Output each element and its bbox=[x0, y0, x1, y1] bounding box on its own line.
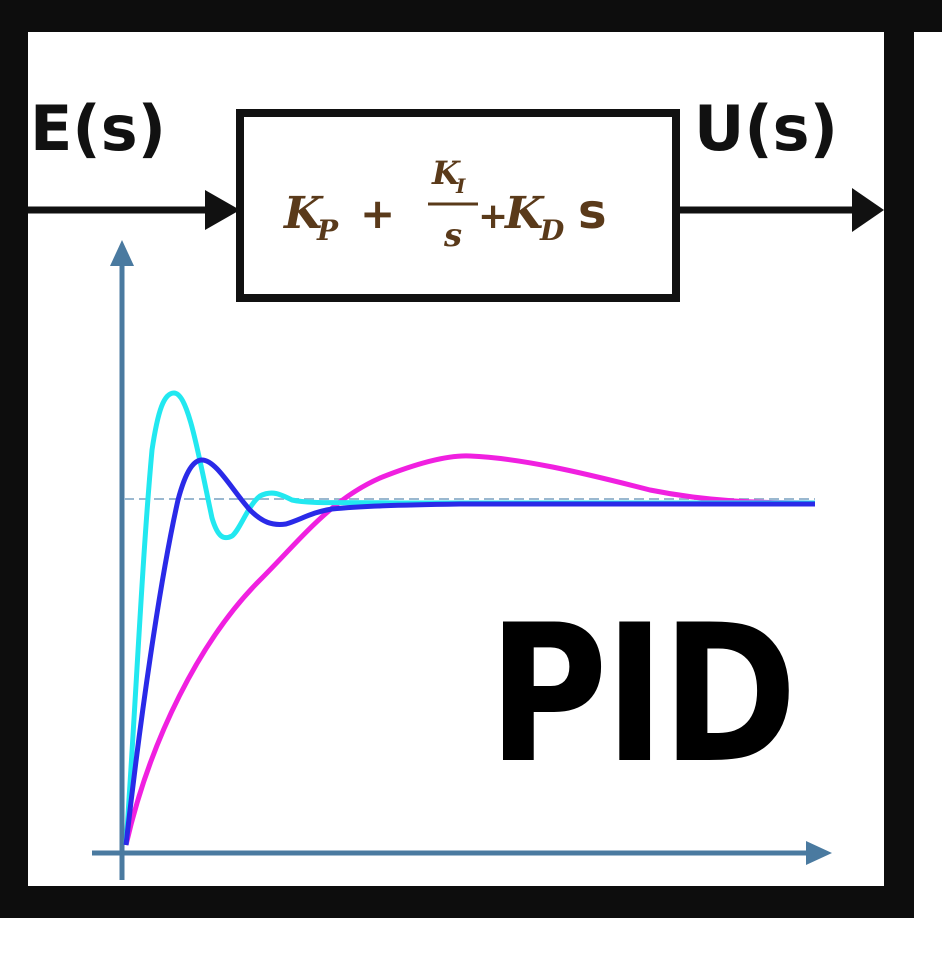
output-arrow-head bbox=[852, 188, 884, 232]
input-arrow-head bbox=[205, 190, 240, 230]
y-axis-arrow-head bbox=[110, 240, 134, 266]
input-signal-label: E(s) bbox=[30, 92, 166, 165]
frame-left bbox=[0, 0, 28, 918]
frame-top bbox=[0, 0, 942, 32]
kp-symbol: K bbox=[282, 188, 324, 239]
pid-title: PID bbox=[488, 584, 797, 805]
output-signal-label: U(s) bbox=[694, 92, 838, 165]
plus-sign-1: + bbox=[360, 189, 395, 238]
kd-symbol: K bbox=[503, 188, 545, 239]
x-axis-arrow-head bbox=[806, 841, 832, 865]
frame-right bbox=[884, 0, 914, 918]
ki-subscript: I bbox=[455, 174, 466, 198]
kp-subscript: P bbox=[316, 214, 339, 247]
kd-laplace-s: s bbox=[578, 184, 607, 240]
frame-bottom bbox=[0, 886, 914, 918]
plus-sign-2: + bbox=[478, 196, 508, 237]
ki-denominator: s bbox=[443, 216, 462, 254]
curve-slow-overshoot bbox=[123, 453, 816, 846]
curve-moderate bbox=[123, 457, 815, 846]
kd-subscript: D bbox=[539, 214, 565, 247]
ki-symbol: K bbox=[431, 154, 461, 192]
transfer-function: K P + K I s + K D s bbox=[282, 154, 607, 254]
